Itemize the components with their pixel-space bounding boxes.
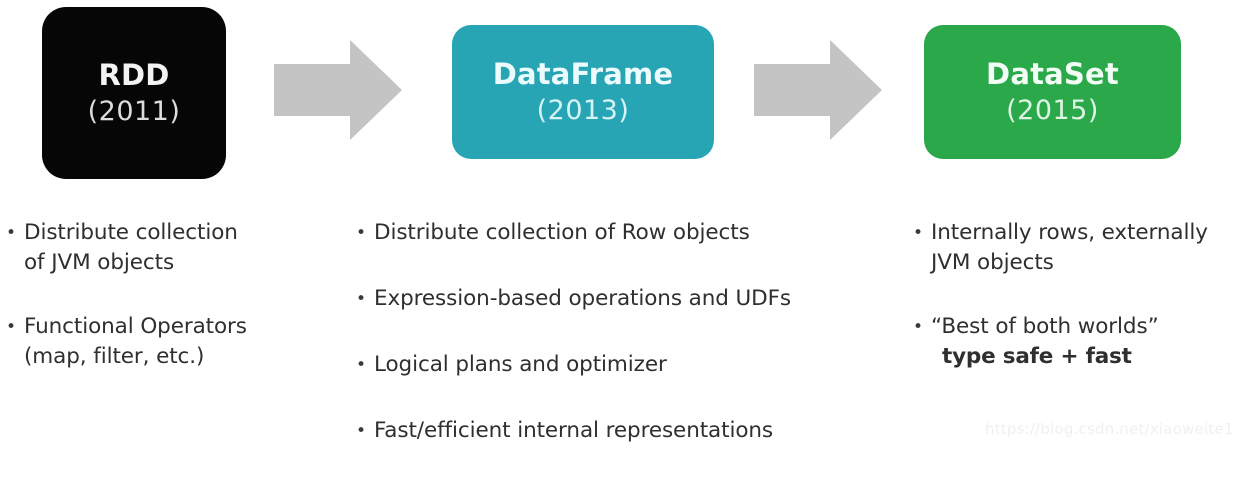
list-item-line: JVM objects (931, 250, 1054, 275)
list-item-text: Functional Operators (map, filter, etc.) (24, 312, 336, 372)
bullet-dot-icon: • (356, 289, 367, 309)
bullet-dot-icon: • (6, 223, 17, 243)
list-item: • Distribute collection of Row objects (356, 218, 896, 248)
stage-title-dataframe: DataFrame (492, 56, 674, 91)
bullet-dot-icon: • (913, 317, 924, 337)
list-item-line: “Best of both worlds” (931, 314, 1159, 339)
list-item: • Logical plans and optimizer (356, 350, 896, 380)
list-item-text: Internally rows, externally JVM objects (931, 218, 1244, 278)
bullet-column-dataset: • Internally rows, externally JVM object… (913, 218, 1244, 406)
list-item: • Expression-based operations and UDFs (356, 284, 896, 314)
stage-title-dataset: DataSet (986, 56, 1119, 91)
right-arrow-icon (754, 40, 882, 140)
list-item-emphasis: type safe + fast (942, 344, 1132, 369)
right-arrow-icon (274, 40, 402, 140)
list-item-line: of JVM objects (24, 250, 175, 275)
list-item: • Functional Operators (map, filter, etc… (6, 312, 336, 372)
stage-box-dataset: DataSet (2015) (924, 25, 1181, 159)
stage-year-dataset: (2015) (1006, 95, 1099, 127)
list-item-line: Distribute collection (24, 220, 238, 245)
bullet-dot-icon: • (6, 317, 17, 337)
bullet-column-rdd: • Distribute collection of JVM objects •… (6, 218, 336, 406)
stage-year-rdd: (2011) (87, 96, 181, 128)
stage-box-rdd: RDD (2011) (42, 7, 226, 179)
list-item: • “Best of both worlds” type safe + fast (913, 312, 1244, 372)
diagram-canvas: RDD (2011) DataFrame (2013) DataSet (201… (6, 7, 1244, 443)
bullet-dot-icon: • (356, 355, 367, 375)
bullet-dot-icon: • (913, 223, 924, 243)
list-item: • Fast/efficient internal representation… (356, 416, 896, 446)
list-item-text: Fast/efficient internal representations (374, 418, 774, 443)
list-item-line: Functional Operators (24, 314, 247, 339)
bullet-column-dataframe: • Distribute collection of Row objects •… (356, 218, 896, 482)
bullet-dot-icon: • (356, 223, 367, 243)
list-item-text: Expression-based operations and UDFs (374, 286, 792, 311)
stage-year-dataframe: (2013) (536, 95, 630, 127)
stage-box-dataframe: DataFrame (2013) (452, 25, 714, 159)
list-item-text: Logical plans and optimizer (374, 352, 667, 377)
list-item-text: Distribute collection of JVM objects (24, 218, 336, 278)
list-item: • Internally rows, externally JVM object… (913, 218, 1244, 278)
list-item-line: Internally rows, externally (931, 220, 1208, 245)
list-item-text: Distribute collection of Row objects (374, 220, 750, 245)
bullet-dot-icon: • (356, 421, 367, 441)
list-item-line: (map, filter, etc.) (24, 344, 205, 369)
list-item: • Distribute collection of JVM objects (6, 218, 336, 278)
watermark-text: https://blog.csdn.net/xiaoweite1 (985, 420, 1234, 438)
stage-title-rdd: RDD (98, 57, 170, 92)
list-item-text: “Best of both worlds” type safe + fast (931, 312, 1244, 372)
